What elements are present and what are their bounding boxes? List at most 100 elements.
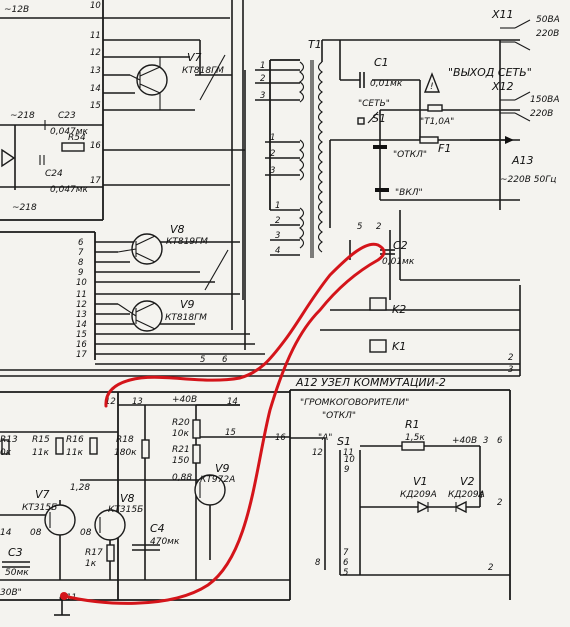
plus40b-label: +40В (452, 436, 477, 446)
a12-module: A12 УЗЕЛ КОММУТАЦИИ-2 "ГРОМКОГОВОРИТЕЛИ"… (0, 376, 511, 600)
v8-type: КТ315Б (108, 505, 143, 515)
f1-label: F1 (438, 142, 451, 155)
n218b-label: ~218 (12, 203, 37, 213)
a12-pin-6: 6 (343, 558, 349, 568)
voltage-220-b-label: 220В (530, 109, 553, 119)
a12-pin-7: 7 (343, 548, 349, 558)
vkl-label: "ВКЛ" (395, 188, 423, 198)
a12-pin-8: 8 (315, 558, 321, 568)
pin-m15: 15 (76, 330, 87, 340)
r21-label: R21 (172, 445, 190, 455)
mains-label: ~220В 50Гц (500, 175, 556, 185)
t1-low-4: 4 (275, 246, 280, 256)
a12-pin-10: 10 (344, 455, 355, 465)
r13-value: 0к (0, 448, 12, 458)
lower-left-block: +40В R20 10к R21 150 V9 КТ972А 0,88 R18 … (0, 392, 290, 616)
a12-title: A12 УЗЕЛ КОММУТАЦИИ-2 (295, 376, 446, 389)
bus-pin-6: 6 (222, 355, 228, 365)
t1-low-3: 3 (275, 231, 280, 241)
v128-label: 1,28 (70, 483, 90, 493)
t1-mid-3: 3 (270, 166, 275, 176)
c23-label: C23 (58, 111, 76, 121)
power-50-label: 50ВА (536, 15, 560, 25)
fuse-value: "Т1,0А" (420, 117, 454, 127)
r20-value: 10к (172, 429, 189, 439)
pin-m6: 6 (78, 238, 84, 248)
right-pin-3: 3 (508, 365, 513, 375)
bus-pin-5: 5 (200, 355, 205, 365)
n12v-label: ~12В (4, 5, 29, 15)
pin-m10: 10 (76, 278, 87, 288)
s1b-label: S1 (337, 435, 351, 448)
r17-label: R17 (85, 548, 103, 558)
pin-m13: 13 (76, 310, 87, 320)
c24-value: 0,047мк (50, 185, 89, 195)
a12-pin-2: 2 (497, 498, 502, 508)
c23-value: 0,047мк (50, 127, 89, 137)
pin-13: 13 (90, 66, 101, 76)
v8-top-type: КТ819ГМ (166, 237, 208, 247)
t1-low-1: 1 (275, 201, 280, 211)
a12-pin-16: 16 (275, 433, 286, 443)
v1-label: V1 (413, 475, 428, 488)
v7-type: КТ315Б (22, 503, 57, 513)
t1-low-2: 2 (275, 216, 280, 226)
lower-pin-15: 15 (225, 428, 236, 438)
right-pin-2: 2 (508, 353, 513, 363)
v8-label: V8 (120, 492, 135, 505)
r15-label: R15 (32, 435, 50, 445)
c1-label: C1 (374, 56, 389, 69)
c4-value: 470мк (150, 537, 180, 547)
a12-pin-4: 4 (478, 491, 483, 501)
r54-label: R54 (68, 133, 86, 143)
pin-m9: 9 (78, 268, 83, 278)
speakers-label: "ГРОМКОГОВОРИТЕЛИ" (300, 398, 409, 408)
v2-type: КД209А (448, 490, 485, 500)
v7-top-label: V7 (187, 51, 202, 64)
v9-label: V9 (215, 462, 230, 475)
v7-label: V7 (35, 488, 50, 501)
a12-pin-11: 11 (343, 448, 354, 458)
v08b-label: 08 (80, 528, 92, 538)
pin-m11: 11 (76, 290, 87, 300)
vyhod-label: "ВЫХОД СЕТЬ" (448, 66, 532, 79)
pin-12: 12 (90, 48, 101, 58)
switch-pin-5: 5 (357, 222, 362, 232)
t1-label: T1 (308, 38, 322, 51)
otkl2-label: "ОТКЛ" (322, 411, 356, 421)
c3-value: 50мк (5, 568, 29, 578)
v088-label: 0,88 (172, 473, 192, 483)
otkl-label: "ОТКЛ" (393, 150, 427, 160)
a12-pin-5: 5 (343, 568, 348, 578)
pin-m16: 16 (76, 340, 87, 350)
a13-label: A13 (511, 154, 534, 167)
r18-label: R18 (116, 435, 134, 445)
pin-17: 17 (90, 176, 101, 186)
t1-pin-1: 1 (260, 61, 265, 71)
c3-label: C3 (8, 546, 23, 559)
n14-label: 14 (0, 528, 12, 538)
x11-label: X11 (491, 8, 514, 21)
lower-pin-13: 13 (132, 397, 143, 407)
k2-label: K2 (392, 303, 406, 316)
a12-pin-12: 12 (312, 448, 323, 458)
r18-value: 180к (114, 448, 137, 458)
power-150-label: 150ВА (530, 95, 560, 105)
a12-pin-2b: 2 (488, 563, 493, 573)
r1-value: 1,5к (405, 433, 425, 443)
v08a-label: 08 (30, 528, 42, 538)
v9-top-label: V9 (180, 298, 195, 311)
a12-pin-3: 3 (483, 436, 488, 446)
upper-left-board: V7 КТ818ГМ C23 0,047мк R54 C24 0,047мк ~… (0, 0, 246, 350)
v8-top-label: V8 (170, 223, 185, 236)
r15-value: 11к (32, 448, 49, 458)
c2-label: C2 (393, 239, 408, 252)
voltage-220-a-label: 220В (536, 29, 559, 39)
r13-label: R13 (0, 435, 18, 445)
lower-pin-14: 14 (227, 397, 238, 407)
pin-m8: 8 (78, 258, 84, 268)
c1-value: 0,01мк (370, 79, 403, 89)
pin-14: 14 (90, 84, 101, 94)
